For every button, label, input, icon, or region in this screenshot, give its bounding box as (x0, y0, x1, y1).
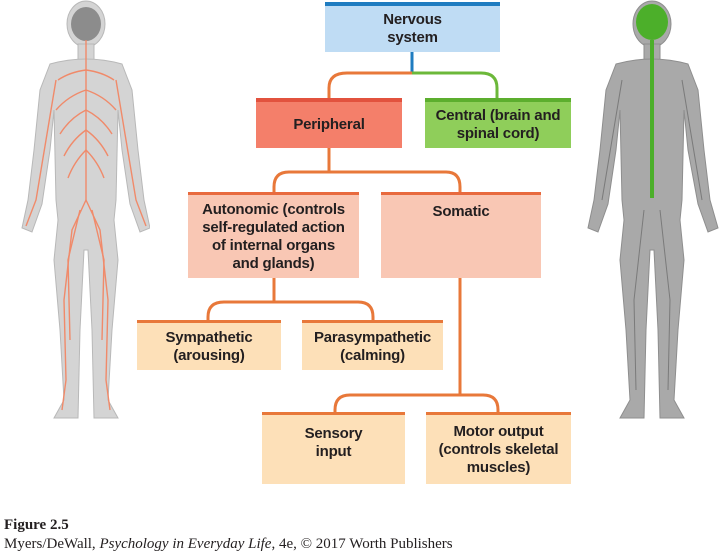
figure-credit: Myers/DeWall, Psychology in Everyday Lif… (4, 536, 453, 553)
peripheral-box: Peripheral (256, 98, 402, 148)
figure-label: Figure 2.5 (4, 517, 69, 533)
parasympathetic-label: Parasympathetic (calming) (313, 328, 432, 364)
peripheral-label: Peripheral (293, 116, 365, 133)
somatic-label: Somatic (432, 203, 490, 220)
somatic-box: Somatic (381, 192, 541, 278)
sympathetic-label: Sympathetic (arousing) (165, 328, 253, 364)
central-label: Central (brain and spinal cord) (435, 107, 561, 142)
connector-to-parasympathetic (274, 300, 375, 322)
motor-box: Motor output (controls skeletal muscles) (426, 412, 571, 484)
connector-to-peripheral (327, 71, 412, 100)
sensory-box: Sensory input (262, 412, 405, 484)
central-box: Central (brain and spinal cord) (425, 98, 571, 148)
brain-green-icon (636, 4, 668, 40)
nervous-system-box: Nervous system (325, 2, 500, 52)
connector-to-sympathetic (206, 300, 274, 322)
nervous-system-label: Nervous system (383, 11, 442, 46)
credit-suffix: , 4e, © 2017 Worth Publishers (271, 536, 453, 552)
credit-title: Psychology in Everyday Life (99, 536, 272, 552)
autonomic-label: Autonomic (controls self-regulated actio… (202, 200, 345, 272)
brain-grey-icon (71, 7, 101, 41)
sensory-label: Sensory input (304, 425, 363, 460)
body-figure-peripheral (21, 0, 150, 419)
parasympathetic-box: Parasympathetic (calming) (302, 320, 443, 370)
connector-to-motor (460, 393, 500, 414)
connector-to-autonomic (272, 170, 329, 194)
motor-label: Motor output (controls skeletal muscles) (438, 422, 559, 476)
connector-to-somatic (329, 170, 462, 194)
credit-prefix: Myers/DeWall, (4, 536, 100, 552)
sympathetic-box: Sympathetic (arousing) (137, 320, 281, 370)
connector-to-central (412, 71, 499, 100)
autonomic-box: Autonomic (controls self-regulated actio… (188, 192, 359, 278)
body-figure-central (587, 0, 719, 419)
connector-to-sensory (333, 393, 460, 414)
